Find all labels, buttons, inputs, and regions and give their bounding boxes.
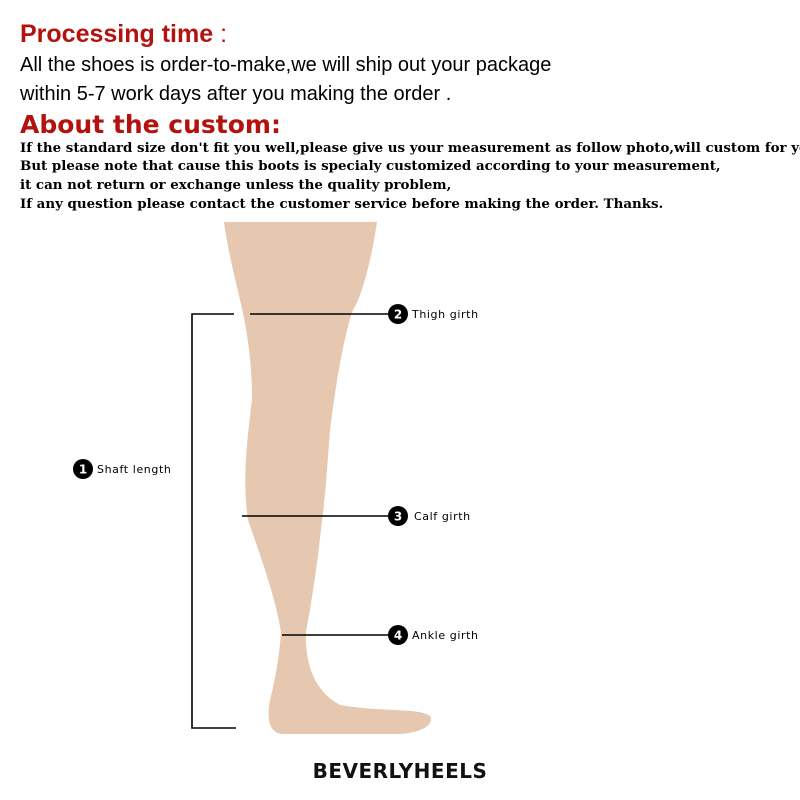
custom-line-2: But please note that cause this boots is…	[20, 158, 721, 174]
about-custom-heading: About the custom:	[20, 110, 281, 139]
marker-2-badge	[388, 304, 408, 324]
custom-line-3: it can not return or exchange unless the…	[20, 177, 452, 193]
marker-4-number: 4	[394, 629, 402, 643]
marker-1-badge	[73, 459, 93, 479]
marker-3-number: 3	[394, 510, 402, 524]
custom-line-1: If the standard size don't fit you well,…	[20, 140, 800, 156]
marker-thigh-girth: 2 Thigh girth	[388, 304, 479, 324]
processing-line-1: All the shoes is order-to-make,we will s…	[20, 54, 552, 76]
leg-illustration	[224, 222, 431, 734]
processing-time-colon: :	[213, 20, 228, 48]
marker-1-number: 1	[79, 463, 87, 477]
marker-2-number: 2	[394, 308, 402, 322]
processing-time-title: Processing time	[20, 20, 214, 48]
custom-line-4: If any question please contact the custo…	[20, 196, 664, 212]
brand-name: BEVERLYHEELS	[312, 759, 488, 783]
processing-time-heading: Processing time :	[20, 20, 227, 49]
processing-line-2: within 5-7 work days after you making th…	[20, 83, 452, 105]
marker-3-label: Calf girth	[414, 510, 471, 523]
marker-1-label: Shaft length	[97, 463, 171, 476]
shaft-length-bracket	[191, 313, 236, 729]
marker-ankle-girth: 4 Ankle girth	[388, 625, 479, 645]
marker-3-badge	[388, 506, 408, 526]
marker-shaft-length: 1 Shaft length	[73, 459, 171, 479]
marker-calf-girth: 3 Calf girth	[388, 506, 471, 526]
marker-4-label: Ankle girth	[412, 629, 479, 642]
marker-4-badge	[388, 625, 408, 645]
marker-2-label: Thigh girth	[411, 308, 479, 321]
